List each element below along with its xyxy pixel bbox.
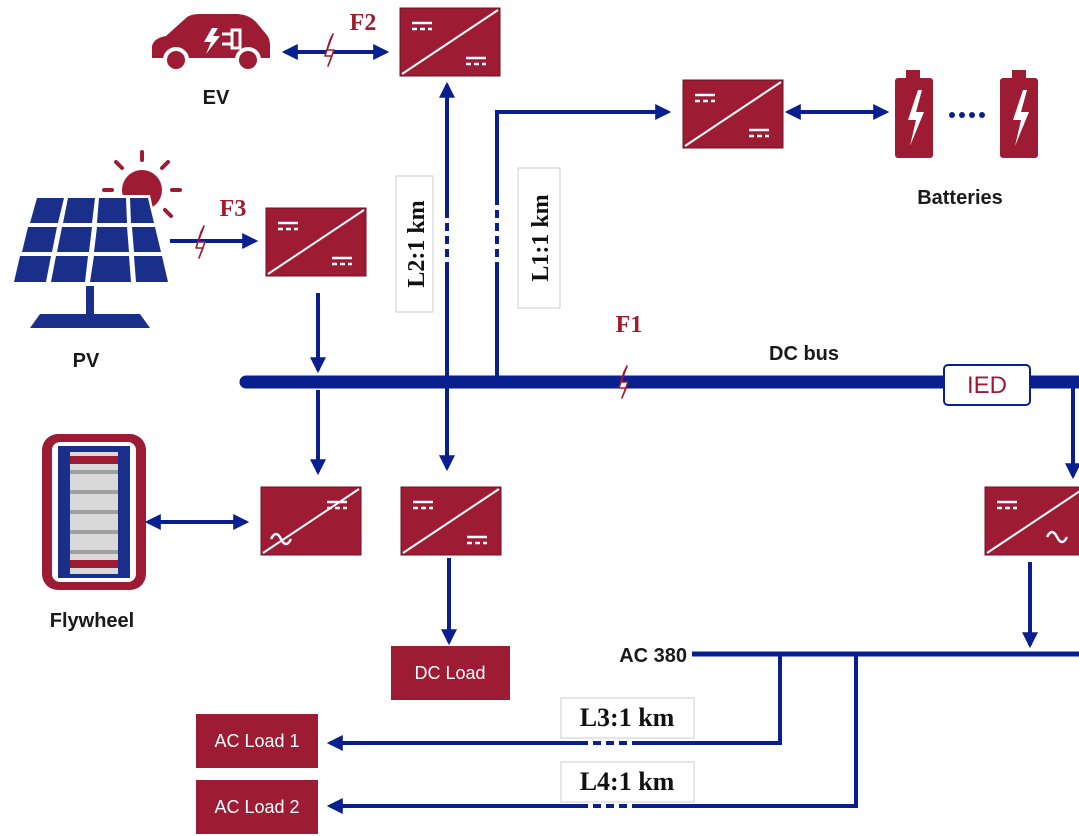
pv-converter-icon [264, 206, 368, 278]
flywheel-label: Flywheel [50, 610, 134, 632]
l4-line [640, 654, 858, 808]
electric-car-icon [152, 14, 270, 73]
f3-lightning-fault-icon [195, 225, 206, 259]
ev-converter-icon [398, 6, 502, 78]
solar-panel-icon [12, 150, 182, 328]
pv-label: PV [73, 350, 100, 372]
dc-bus-label: DC bus [769, 343, 839, 365]
ac-load-1-box [196, 714, 318, 768]
flywheel-converter-icon [259, 485, 363, 557]
dc-load-label: DC Load [414, 663, 485, 683]
f3-label: F3 [220, 196, 247, 222]
battery-icon [895, 70, 1038, 158]
ac-load-1-label: AC Load 1 [214, 731, 299, 751]
ac-load-2-label: AC Load 2 [214, 797, 299, 817]
ac-load-2-box [196, 780, 318, 834]
f1-label: F1 [616, 312, 643, 338]
f1-lightning-fault-icon [618, 365, 629, 399]
l1-label: L1:1 km [528, 194, 554, 281]
l1-line-top [495, 104, 672, 200]
dc-load-box [391, 646, 510, 700]
ied-box [943, 364, 1031, 406]
ac-converter-icon [983, 485, 1079, 557]
ev-label: EV [203, 87, 230, 109]
ied-label: IED [967, 372, 1007, 399]
battery-converter-icon [681, 78, 785, 150]
l2-label: L2:1 km [404, 200, 430, 287]
dcload-converter-icon [399, 485, 503, 557]
l3-label: L3:1 km [580, 703, 675, 732]
flywheel-icon [42, 434, 146, 590]
f2-label: F2 [350, 10, 377, 36]
l4-label: L4:1 km [580, 767, 675, 796]
ac-bus-label: AC 380 [619, 645, 687, 667]
l3-line [640, 654, 782, 745]
f2-lightning-fault-icon [324, 33, 335, 67]
batteries-label: Batteries [917, 187, 1003, 209]
